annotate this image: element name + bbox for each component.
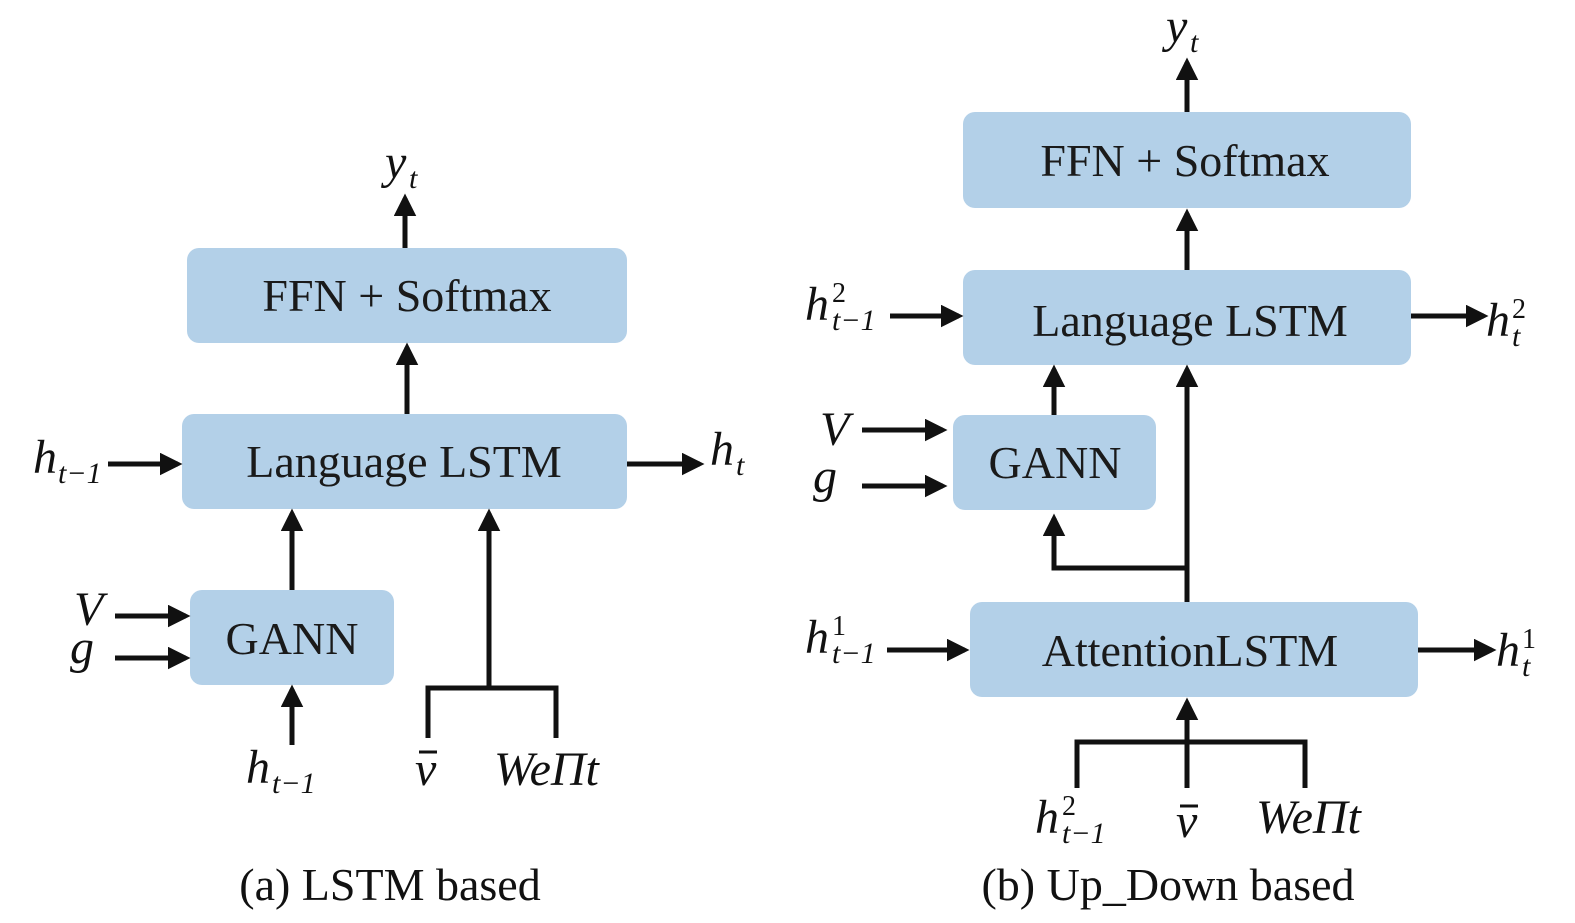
bracket-inputs-b [1074,739,1308,788]
gann-box-b: GANN [953,415,1156,510]
ffn-softmax-box-a: FFN + Softmax [187,248,627,343]
svg-text:h: h [710,423,734,476]
svg-text:t: t [1512,320,1521,353]
label-wept-b: WeΠt [1256,791,1363,844]
label-h-in-a: h t−1 [33,431,102,490]
svg-text:y: y [1161,0,1188,53]
svg-text:t−1: t−1 [272,767,316,800]
svg-text:v: v [415,743,437,796]
bracket-inputs-a [425,685,559,738]
label-h1-in-b: h 1 t−1 [805,611,876,670]
language-lstm-label-b: Language LSTM [1032,295,1348,346]
label-wept-a: WeΠt [494,743,601,796]
gann-label-a: GANN [226,613,359,664]
caption-b: (b) Up_Down based [981,859,1354,910]
attention-lstm-label-b: AttentionLSTM [1042,625,1338,676]
label-h2-out-b: h 2 t [1486,294,1526,353]
label-yt-a: y t [380,136,418,195]
gann-label-b: GANN [989,437,1122,488]
attention-lstm-box-b: AttentionLSTM [970,602,1418,697]
svg-text:h: h [246,741,270,794]
diagram-b: FFN + Softmax Language LSTM GANN Attenti… [805,0,1536,910]
svg-text:t: t [1522,650,1531,683]
svg-text:y: y [380,136,407,189]
ffn-softmax-label-b: FFN + Softmax [1040,135,1329,186]
svg-text:2: 2 [1062,791,1076,822]
label-vbar-a: v [415,743,437,796]
ffn-softmax-box-b: FFN + Softmax [963,112,1411,208]
label-h2-in-b: h 2 t−1 [805,278,876,337]
language-lstm-label-a: Language LSTM [246,436,562,487]
label-h2-bottom-b: h 2 t−1 [1035,791,1106,850]
svg-text:h: h [1035,791,1059,844]
svg-text:2: 2 [832,278,846,309]
svg-text:h: h [33,431,57,484]
label-V-a: V [74,583,108,636]
svg-text:h: h [1486,294,1510,347]
label-h1-out-b: h 1 t [1496,624,1536,683]
label-g-b: g [813,450,837,503]
arrow-attn-to-gann-b [1042,513,1190,602]
label-yt-b: y t [1161,0,1199,59]
svg-text:h: h [1496,624,1520,677]
svg-text:1: 1 [832,611,846,642]
svg-text:t−1: t−1 [832,637,876,670]
label-g-a: g [70,621,94,674]
svg-text:t−1: t−1 [1062,817,1106,850]
svg-text:1: 1 [1522,624,1536,655]
svg-text:2: 2 [1512,294,1526,325]
label-vbar-b: v [1176,795,1198,848]
svg-text:t: t [409,162,418,195]
label-h-bottom-a: h t−1 [246,741,316,800]
caption-a: (a) LSTM based [239,859,540,910]
ffn-softmax-label-a: FFN + Softmax [262,270,551,321]
language-lstm-box-a: Language LSTM [182,414,627,509]
label-V-b: V [820,403,854,456]
svg-text:h: h [805,278,829,331]
label-h-out-a: h t [710,423,745,482]
diagram-a: FFN + Softmax Language LSTM GANN y t h t… [33,136,745,910]
gann-box-a: GANN [190,590,394,685]
svg-text:v: v [1176,795,1198,848]
svg-text:h: h [805,611,829,664]
language-lstm-box-b: Language LSTM [963,270,1411,365]
svg-text:t−1: t−1 [832,304,876,337]
svg-text:t: t [736,449,745,482]
svg-text:t: t [1190,26,1199,59]
svg-text:t−1: t−1 [58,457,102,490]
